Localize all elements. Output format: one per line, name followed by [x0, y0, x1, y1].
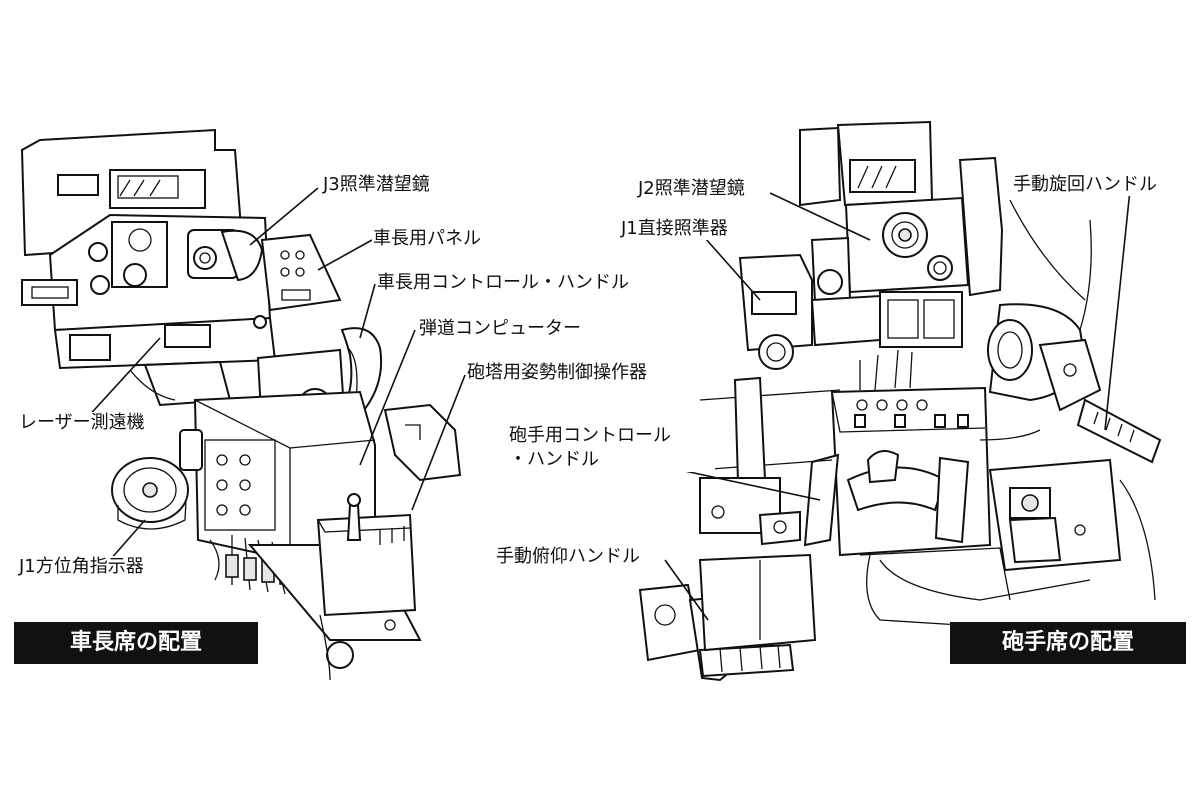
commander-station-drawing: [20, 128, 462, 681]
label-j2-sight: J2照準潜望鏡: [637, 178, 746, 200]
label-ballistic-computer: 弾道コンピューター: [418, 318, 582, 340]
label-j1-direct-sight: J1直接照準器: [620, 218, 729, 240]
label-manual-traverse-handle: 手動旋回ハンドル: [1012, 174, 1158, 196]
label-j1-azimuth-indicator: J1方位角指示器: [18, 556, 145, 578]
label-laser-rangefinder: レーザー測遠機: [18, 412, 146, 434]
leader-lines: [84, 187, 1131, 621]
caption-commander-station: 車長席の配置: [14, 622, 258, 664]
caption-gunner-station: 砲手席の配置: [950, 622, 1186, 664]
label-gunner-control-handle: 砲手用コントロール ・ハンドル: [508, 424, 715, 472]
gunner-station-drawing: [638, 120, 1162, 682]
label-j3-sight: J3照準潜望鏡: [322, 174, 431, 196]
label-turret-stabilization-controller: 砲塔用姿勢制御操作器: [466, 362, 648, 384]
label-manual-elevation-handle: 手動俯仰ハンドル: [495, 546, 641, 568]
label-commander-control-handle: 車長用コントロール・ハンドル: [376, 272, 630, 294]
label-commander-panel: 車長用パネル: [372, 228, 482, 250]
